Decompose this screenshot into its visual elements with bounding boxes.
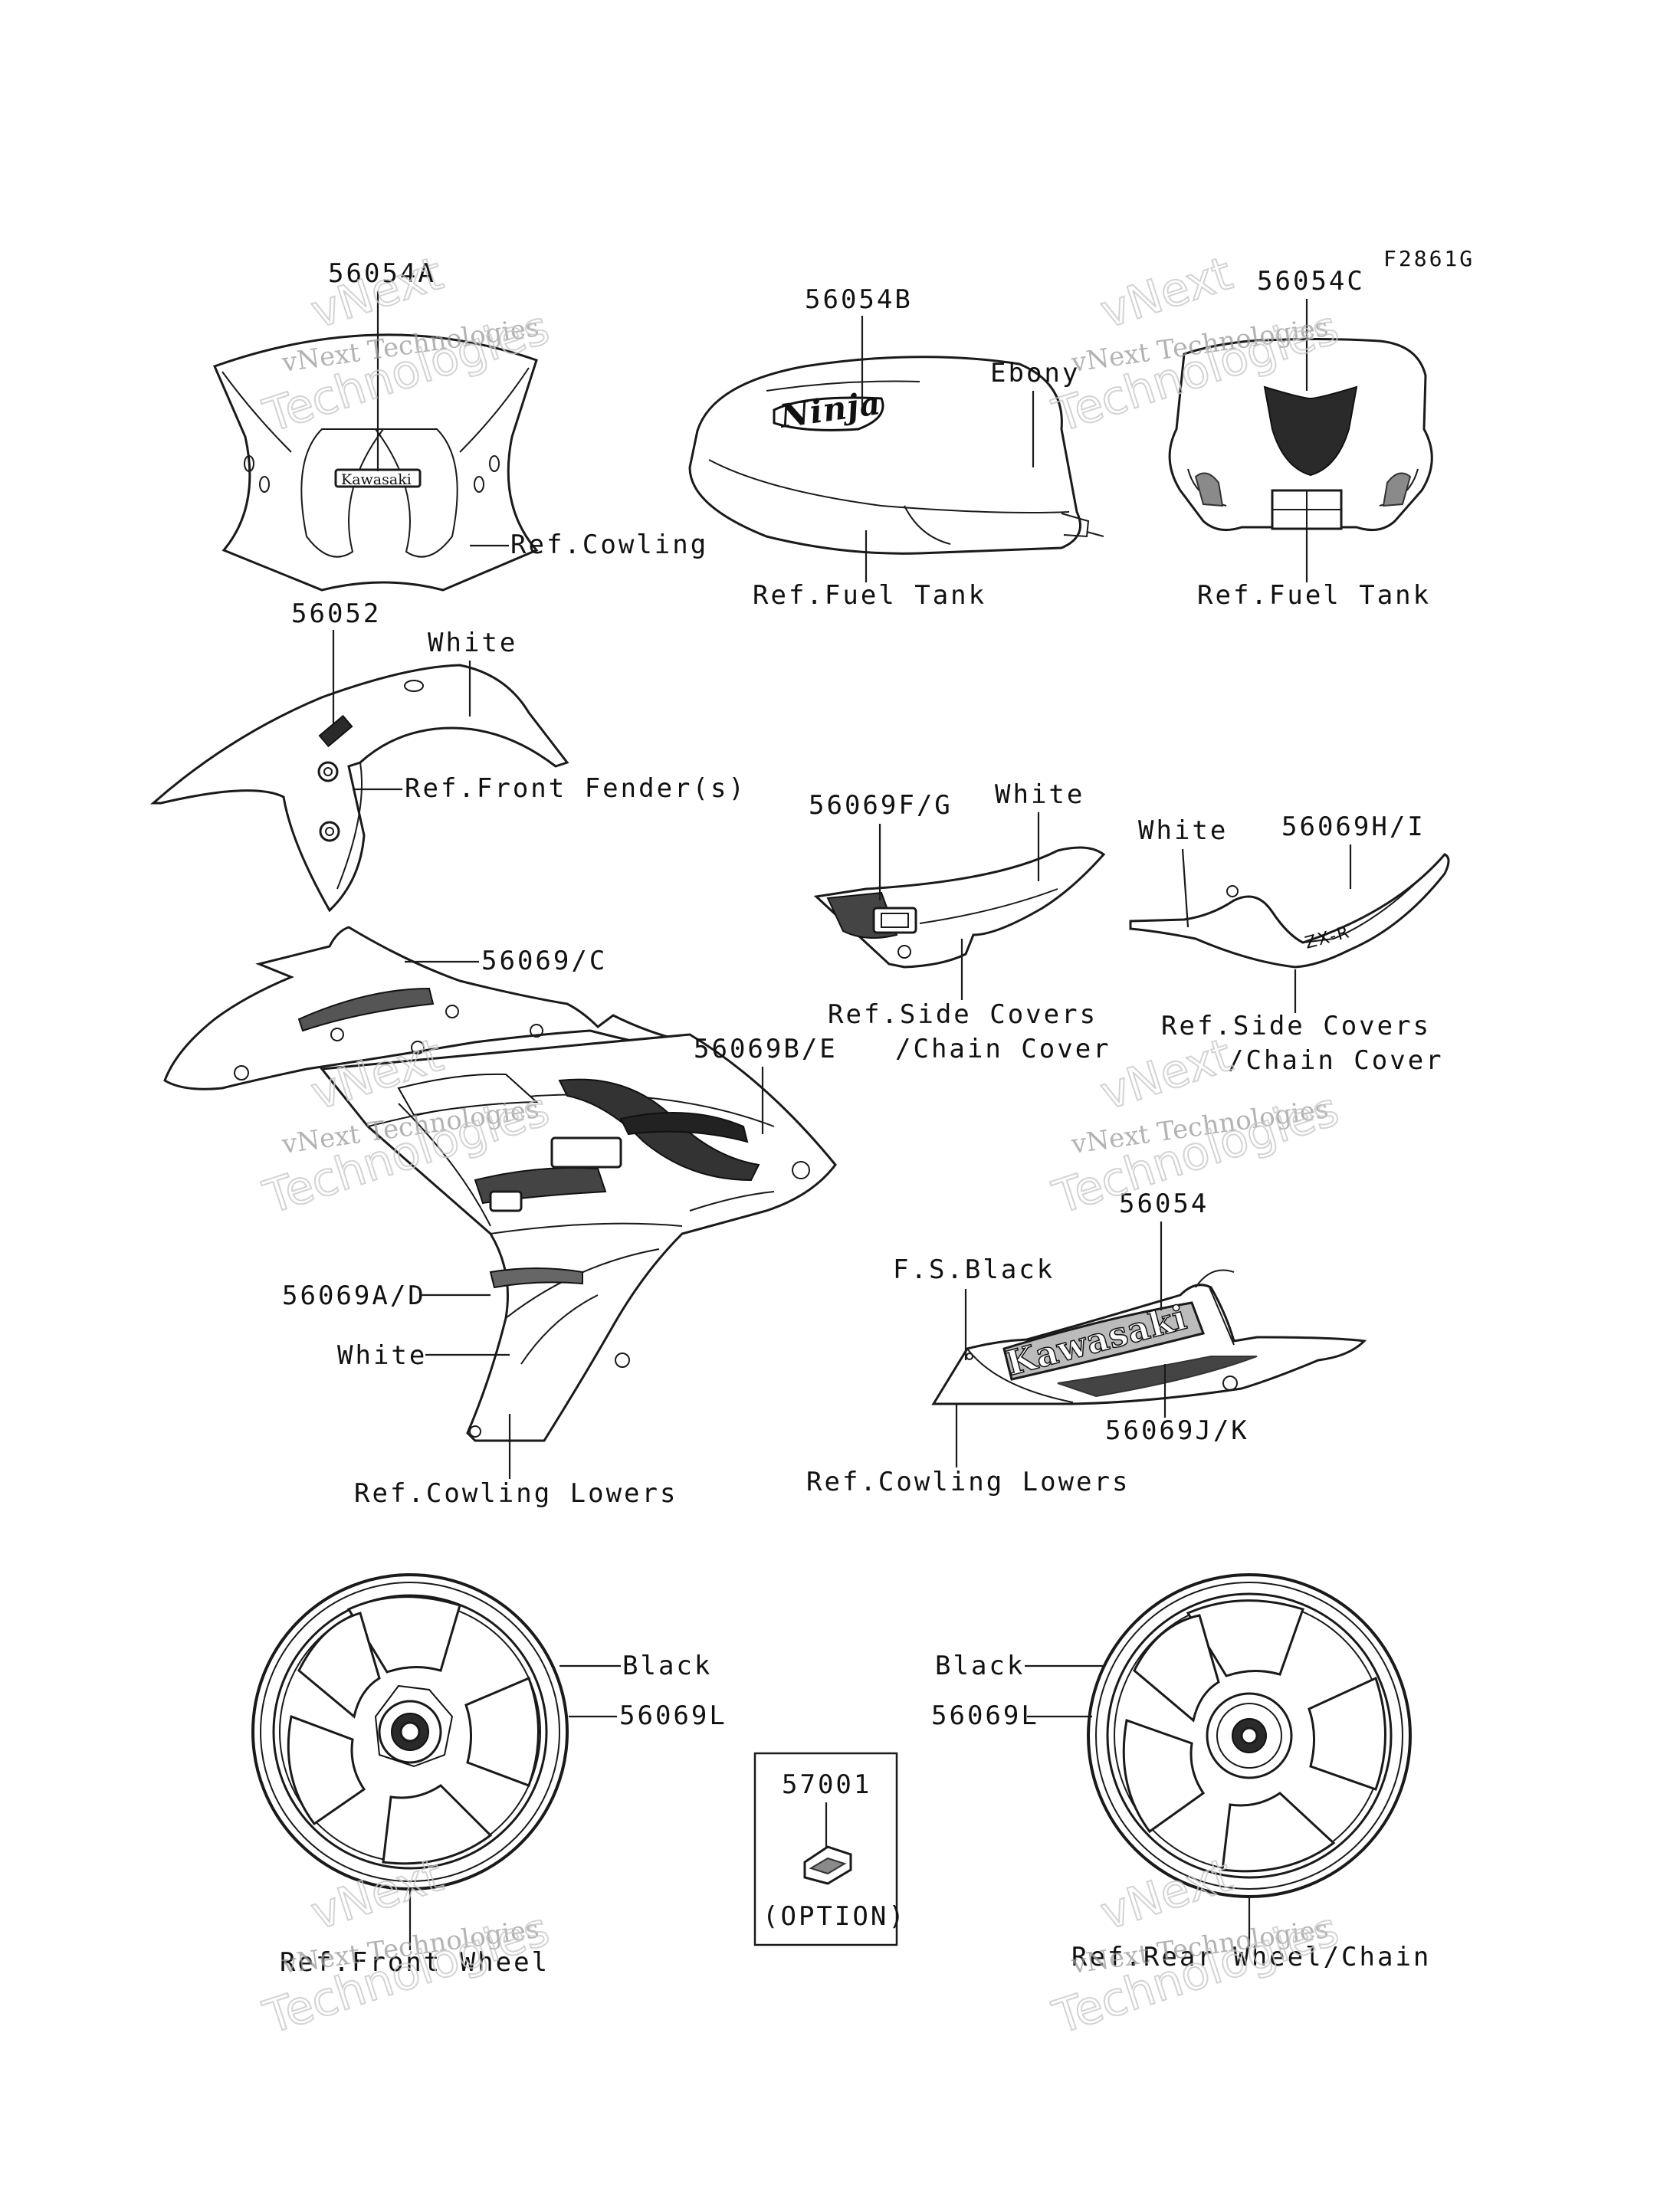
part-fuel-tank: Ninja — [688, 356, 1104, 555]
callout-56069fg: 56069F/G — [809, 790, 953, 821]
watermark-5: vNext Technologies vNext Technologies — [257, 1848, 556, 2046]
callout-56052: 56052 — [291, 598, 381, 629]
callout-option: (OPTION) — [763, 1901, 907, 1932]
part-rear-wheel — [1087, 1573, 1412, 1898]
callout-white-cowl: White — [337, 1340, 427, 1371]
callout-56054b: 56054B — [805, 284, 913, 315]
callout-black-front: Black — [622, 1651, 712, 1681]
callout-56054c: 56054C — [1257, 266, 1365, 297]
callout-white-side-l: White — [995, 779, 1084, 810]
callout-ref-fuel-tank-1: Ref.Fuel Tank — [753, 580, 986, 611]
callout-56069be: 56069B/E — [694, 1034, 838, 1064]
callout-56054: 56054 — [1119, 1189, 1209, 1219]
callout-56069c: 56069/C — [481, 946, 607, 976]
decal-kawasaki-small: Kawasaki — [341, 471, 412, 488]
callout-ref-side-covers-r1: Ref.Side Covers — [1161, 1011, 1431, 1041]
part-front-wheel — [251, 1573, 569, 1890]
callout-ref-side-covers-r2: /Chain Cover — [1228, 1045, 1444, 1076]
callout-57001: 57001 — [782, 1769, 871, 1800]
part-front-cowling: Kawasaki — [212, 333, 539, 592]
callout-ref-front-fender: Ref.Front Fender(s) — [405, 773, 746, 804]
callout-56069l-rear: 56069L — [931, 1700, 1039, 1731]
callout-56054a: 56054A — [328, 258, 436, 289]
callout-ref-front-wheel: Ref.Front Wheel — [280, 1947, 550, 1978]
callout-ref-cowling-lowers-l: Ref.Cowling Lowers — [354, 1478, 678, 1509]
callout-ref-cowling-lowers-r: Ref.Cowling Lowers — [806, 1467, 1130, 1497]
callout-56069hi: 56069H/I — [1281, 812, 1426, 842]
callout-ebony: Ebony — [990, 358, 1080, 389]
option-box — [753, 1752, 898, 1946]
callout-ref-cowling: Ref.Cowling — [510, 530, 708, 560]
svg-text:vNext: vNext — [1094, 1028, 1239, 1121]
callout-ref-fuel-tank-2: Ref.Fuel Tank — [1197, 580, 1431, 611]
part-lower-cowl: Kawasaki — [931, 1269, 1367, 1405]
callout-56069ad: 56069A/D — [282, 1280, 426, 1311]
part-side-cover-left — [813, 846, 1106, 969]
callout-ref-side-covers-l2: /Chain Cover — [895, 1034, 1111, 1064]
callout-56069jk: 56069J/K — [1105, 1415, 1249, 1446]
leader-white-side-r — [1181, 848, 1189, 928]
part-tank-pad — [1168, 338, 1433, 532]
callout-fs-black: F.S.Black — [893, 1254, 1055, 1285]
svg-text:vNext: vNext — [1094, 247, 1239, 339]
callout-56069l-front: 56069L — [619, 1700, 727, 1731]
callout-ref-rear-wheel: Ref.Rear Wheel/Chain — [1071, 1942, 1431, 1972]
figure-code: F2861G — [1383, 246, 1475, 271]
callout-black-rear: Black — [935, 1651, 1025, 1681]
part-side-cowling — [163, 926, 837, 1442]
part-front-fender — [150, 664, 569, 913]
callout-white-fender: White — [428, 628, 517, 658]
callout-ref-side-covers-l1: Ref.Side Covers — [828, 999, 1098, 1030]
callout-white-side-r: White — [1138, 815, 1228, 846]
part-side-cover-right: ZX-R — [1129, 853, 1450, 969]
